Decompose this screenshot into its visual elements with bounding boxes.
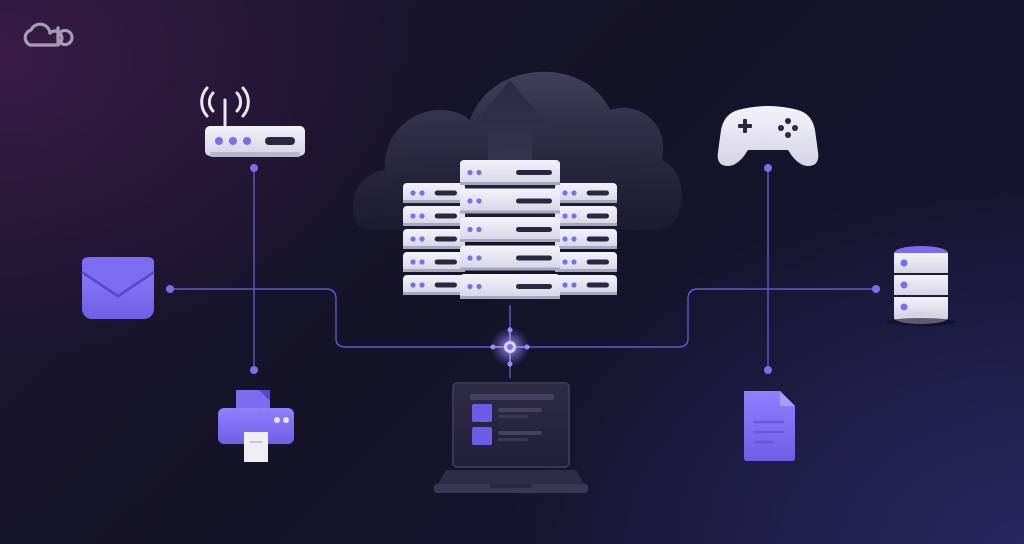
document-icon — [744, 391, 795, 461]
server-unit — [460, 217, 560, 242]
hub-node-icon — [490, 327, 530, 367]
server-rack-icon — [403, 160, 617, 299]
server-unit — [460, 160, 560, 185]
connection-dots — [166, 164, 880, 374]
server-unit — [555, 229, 617, 249]
cloud-logo-icon — [23, 22, 74, 47]
server-unit — [460, 274, 560, 299]
upload-arrow-icon — [468, 80, 552, 175]
printer-icon — [218, 390, 294, 462]
server-unit — [460, 188, 560, 214]
laptop-icon — [434, 382, 588, 493]
edge-email-hub — [170, 288, 500, 348]
edge-database-hub — [520, 288, 876, 348]
server-unit — [403, 206, 465, 226]
envelope-icon — [81, 257, 155, 319]
server-unit — [555, 252, 617, 272]
server-unit — [403, 183, 465, 203]
database-icon — [887, 246, 955, 326]
connection-lines — [170, 168, 876, 378]
server-unit — [403, 252, 465, 272]
server-unit — [403, 229, 465, 249]
wifi-router-icon — [200, 86, 305, 157]
server-unit — [555, 183, 617, 203]
server-unit — [555, 206, 617, 226]
server-unit — [403, 275, 465, 295]
server-unit — [555, 275, 617, 295]
gamepad-icon — [717, 106, 819, 166]
server-unit — [460, 245, 560, 271]
